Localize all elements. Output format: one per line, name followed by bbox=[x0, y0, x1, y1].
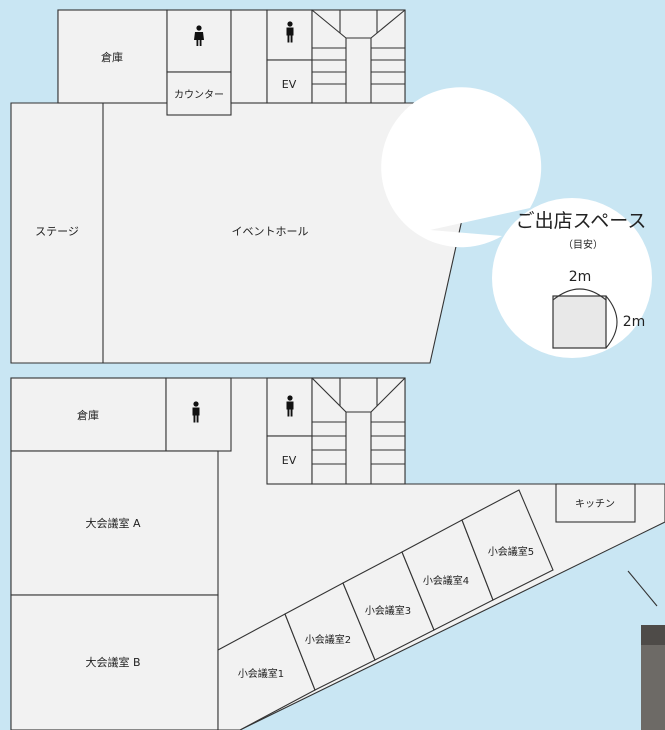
booth-width-label: 2m bbox=[569, 269, 592, 285]
booth-title: ご出店スペース bbox=[516, 210, 647, 232]
large-room-b-label: 大会議室 B bbox=[85, 655, 140, 669]
large-room-a bbox=[10, 450, 219, 596]
large-room-b bbox=[10, 594, 219, 730]
upper-elevator bbox=[266, 59, 313, 104]
large-room-a-label: 大会議室 A bbox=[85, 516, 140, 530]
female-restroom-icon bbox=[194, 25, 204, 46]
booth-note: （目安） bbox=[563, 238, 603, 251]
event-hall-label: イベントホール bbox=[232, 225, 309, 238]
callout-bubble bbox=[381, 87, 542, 248]
small-room-5-label: 小会議室5 bbox=[488, 545, 534, 558]
photo-thumbnail-shadow bbox=[641, 625, 665, 645]
upper-restroom-female bbox=[166, 9, 232, 73]
lower-storage-room bbox=[10, 377, 167, 452]
lower-stairs-detail bbox=[311, 377, 406, 484]
lower-stairs bbox=[311, 377, 406, 485]
upper-counter-label: カウンター bbox=[174, 89, 224, 101]
lower-floor: 倉庫 EV キッチン 大会議室 A 大会議室 B 小会議室1 小会議室2 小会議… bbox=[10, 377, 665, 730]
male-restroom-icon-lower-right bbox=[286, 395, 294, 417]
upper-elevator-label: EV bbox=[282, 78, 297, 91]
lower-elevator bbox=[266, 435, 313, 485]
upper-storage-label: 倉庫 bbox=[101, 50, 123, 64]
booth-depth-label: 2m bbox=[623, 314, 646, 330]
lower-storage-label: 倉庫 bbox=[77, 408, 99, 422]
small-room-1 bbox=[217, 613, 316, 730]
stage-label: ステージ bbox=[35, 225, 79, 238]
upper-floor: 倉庫 カウンター EV ステージ イベントホール bbox=[10, 9, 490, 364]
kitchen bbox=[555, 483, 636, 523]
upper-storage-room bbox=[57, 9, 168, 104]
small-room-2-label: 小会議室2 bbox=[305, 633, 351, 646]
booth-space-callout: ご出店スペース （目安） 2m 2m bbox=[381, 87, 652, 358]
booth-width-arc bbox=[552, 288, 607, 301]
male-restroom-icon-lower-left bbox=[192, 401, 200, 423]
booth-depth-arc bbox=[605, 295, 618, 349]
photo-pointer-line bbox=[627, 570, 658, 607]
small-room-1-label: 小会議室1 bbox=[238, 667, 284, 680]
kitchen-label: キッチン bbox=[575, 498, 615, 510]
male-restroom-icon bbox=[286, 21, 294, 43]
upper-stairs bbox=[311, 9, 406, 104]
lower-elevator-label: EV bbox=[282, 454, 297, 467]
upper-counter bbox=[166, 71, 232, 116]
small-room-4-label: 小会議室4 bbox=[423, 574, 469, 587]
callout-circle bbox=[492, 198, 652, 358]
upper-stairs-detail bbox=[311, 9, 406, 103]
small-room-3-label: 小会議室3 bbox=[365, 604, 411, 617]
upper-corridor-slot bbox=[230, 9, 268, 104]
small-room-5 bbox=[461, 489, 554, 601]
booth-square bbox=[552, 295, 607, 349]
